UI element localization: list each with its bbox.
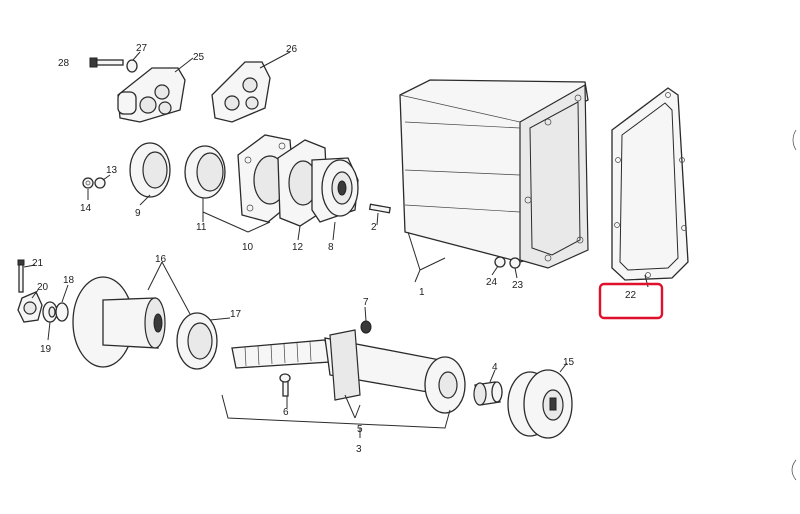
label-part-19: 19 [40, 344, 52, 355]
label-part-21: 21 [32, 258, 44, 269]
highlight-box-part-22 [598, 282, 664, 320]
label-part-5: 5 [357, 424, 363, 435]
label-part-7: 7 [363, 297, 369, 308]
label-part-28: 28 [58, 58, 70, 69]
ring-part-11 [184, 145, 226, 199]
label-part-26: 26 [286, 44, 298, 55]
label-part-25: 25 [193, 52, 205, 63]
label-part-16: 16 [155, 254, 167, 265]
scan-margin-marks [791, 129, 797, 481]
label-part-27: 27 [136, 43, 148, 54]
nut-part-13 [94, 177, 106, 189]
part-labels: 1 2 3 4 5 6 7 8 9 10 11 12 13 14 15 16 1… [32, 43, 637, 455]
label-part-12: 12 [292, 242, 304, 253]
label-part-17: 17 [230, 309, 242, 320]
washer-part-27 [126, 59, 138, 73]
oil-seal-part-9 [129, 142, 171, 198]
bolt-part-6 [279, 373, 291, 397]
label-part-24: 24 [486, 277, 498, 288]
label-part-4: 4 [492, 362, 498, 373]
label-part-10: 10 [242, 242, 254, 253]
label-part-9: 9 [135, 208, 141, 219]
label-part-8: 8 [328, 242, 334, 253]
plug-part-7 [360, 320, 372, 334]
label-part-20: 20 [37, 282, 49, 293]
bearing-part-8 [311, 157, 359, 223]
seal-part-17 [176, 312, 218, 370]
washer-part-24 [494, 256, 506, 268]
pulley-part-15 [507, 369, 573, 439]
label-part-23: 23 [512, 280, 524, 291]
mainshaft-part-3 [231, 329, 466, 414]
washer-part-19 [42, 301, 58, 323]
spacer-part-18 [55, 302, 69, 322]
bush-part-4 [473, 381, 503, 406]
label-part-11: 11 [196, 222, 207, 233]
leader-lines [23, 51, 649, 438]
bolt-part-21 [17, 259, 25, 293]
bolt-part-28 [89, 57, 124, 68]
label-part-14: 14 [80, 203, 92, 214]
label-part-18: 18 [63, 275, 75, 286]
washer-part-23 [509, 257, 521, 269]
cover-plate-part-25 [117, 67, 186, 123]
gasket-part-22 [611, 87, 689, 281]
label-part-6: 6 [283, 407, 289, 418]
flange-part-16 [72, 276, 166, 368]
gearbox-housing [399, 79, 589, 269]
label-part-22: 22 [625, 290, 637, 301]
label-part-1: 1 [419, 287, 425, 298]
pin-part-2 [368, 203, 391, 214]
gasket-part-26 [211, 61, 271, 123]
nut-part-20 [17, 291, 43, 323]
label-part-2: 2 [371, 222, 377, 233]
label-part-13: 13 [106, 165, 118, 176]
washer-part-14 [82, 177, 94, 189]
label-part-15: 15 [563, 357, 575, 368]
label-part-3: 3 [356, 444, 362, 455]
